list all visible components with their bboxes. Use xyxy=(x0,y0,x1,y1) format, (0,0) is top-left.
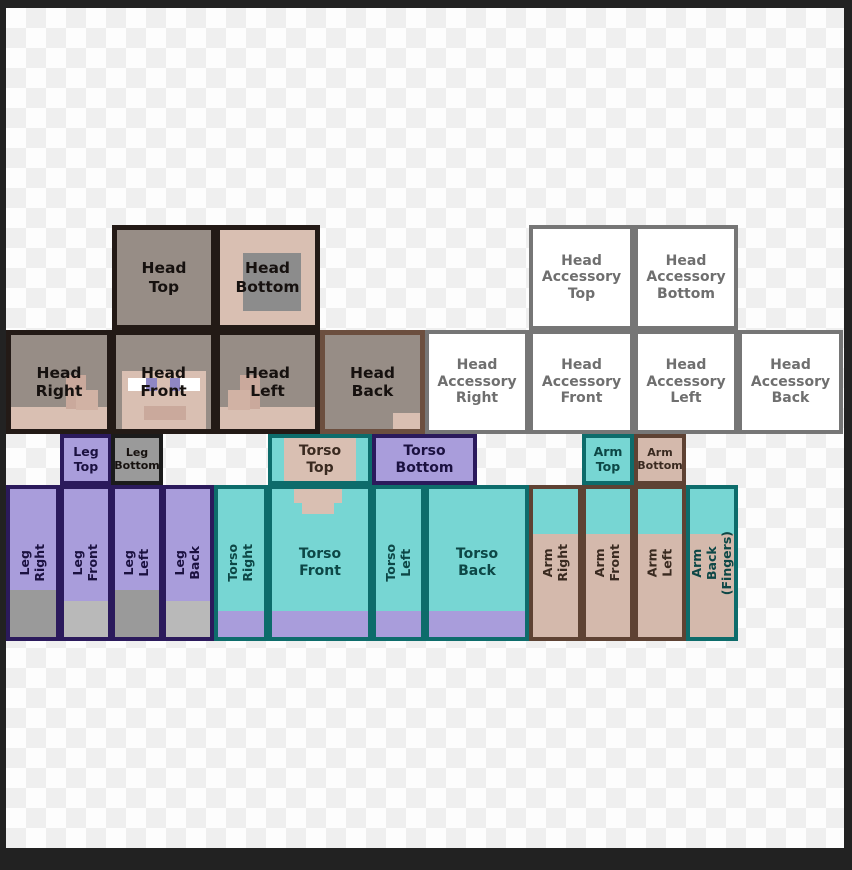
cell-head-back[interactable]: Head Back xyxy=(320,330,425,434)
head-front-hair-fringe xyxy=(122,359,206,371)
torso-front-pants-band xyxy=(272,611,368,637)
cell-head-back-label: Head Back xyxy=(349,363,396,400)
torso-right-pants-band xyxy=(218,611,264,637)
cell-head-accessory-front[interactable]: Head Accessory Front xyxy=(529,330,634,434)
cell-arm-bottom-label: Arm Bottom xyxy=(637,445,683,472)
cell-head-accessory-bottom[interactable]: Head Accessory Bottom xyxy=(634,225,738,330)
cell-leg-left[interactable]: Leg Left xyxy=(111,485,163,641)
cell-head-left[interactable]: Head Left xyxy=(215,330,320,434)
cell-arm-right-label: Arm Right xyxy=(539,544,570,582)
cell-arm-back-fingers-label: Arm Back (Fingers) xyxy=(688,530,734,596)
head-back-neck-skin xyxy=(393,413,420,429)
torso-front-neck-skin xyxy=(294,489,342,503)
head-front-eye-pupil-right xyxy=(170,378,181,391)
cell-head-front[interactable]: Head Front xyxy=(111,330,216,434)
arm-right-sleeve xyxy=(533,489,578,534)
leg-left-shoe xyxy=(115,590,159,637)
cell-head-accessory-front-label: Head Accessory Front xyxy=(541,357,622,407)
cell-head-top[interactable]: Head Top xyxy=(112,225,216,330)
cell-leg-back[interactable]: Leg Back xyxy=(162,485,214,641)
leg-front-shoe xyxy=(64,601,108,637)
leg-back-shoe xyxy=(166,601,210,637)
cell-torso-back[interactable]: Torso Back xyxy=(425,485,529,641)
torso-top-neck-patch xyxy=(284,438,356,481)
cell-head-accessory-back[interactable]: Head Accessory Back xyxy=(738,330,843,434)
cell-torso-bottom-label: Torso Bottom xyxy=(395,442,454,476)
cell-leg-right-label: Leg Right xyxy=(17,544,47,582)
cell-head-accessory-top[interactable]: Head Accessory Top xyxy=(529,225,634,330)
cell-head-accessory-back-label: Head Accessory Back xyxy=(750,357,831,407)
cell-head-accessory-left[interactable]: Head Accessory Left xyxy=(634,330,738,434)
head-right-cheek xyxy=(76,390,98,410)
torso-front-neck-skin-2 xyxy=(302,502,334,514)
cell-torso-right[interactable]: Torso Right xyxy=(214,485,268,641)
cell-torso-left[interactable]: Torso Left xyxy=(372,485,425,641)
cell-head-accessory-top-label: Head Accessory Top xyxy=(541,252,622,302)
cell-torso-front[interactable]: Torso Front xyxy=(268,485,372,641)
cell-arm-left-label: Arm Left xyxy=(644,548,674,578)
cell-head-accessory-left-label: Head Accessory Left xyxy=(646,357,726,407)
cell-leg-front[interactable]: Leg Front xyxy=(60,485,112,641)
cell-torso-top[interactable]: Torso Top xyxy=(268,434,372,485)
leg-right-shoe xyxy=(10,590,56,637)
cell-arm-front-label: Arm Front xyxy=(592,544,622,582)
torso-back-pants-band xyxy=(429,611,525,637)
cell-head-accessory-right[interactable]: Head Accessory Right xyxy=(425,330,529,434)
cell-arm-front[interactable]: Arm Front xyxy=(582,485,634,641)
head-right-neck-skin xyxy=(11,407,107,429)
cell-torso-bottom[interactable]: Torso Bottom xyxy=(372,434,477,485)
torso-left-pants-band xyxy=(376,611,421,637)
head-front-eye-white-left xyxy=(128,378,148,391)
cell-head-right[interactable]: Head Right xyxy=(6,330,112,434)
cell-torso-back-label: Torso Back xyxy=(455,546,499,579)
cell-leg-back-label: Leg Back xyxy=(172,546,202,580)
cell-torso-front-label: Torso Front xyxy=(298,546,342,579)
cell-torso-right-label: Torso Right xyxy=(225,544,255,582)
cell-head-bottom[interactable]: Head Bottom xyxy=(215,225,320,330)
cell-arm-top-label: Arm Top xyxy=(593,443,623,474)
head-left-neck-skin xyxy=(220,407,315,429)
cell-head-top-label: Head Top xyxy=(141,259,187,296)
arm-front-sleeve xyxy=(586,489,630,534)
cell-leg-bottom[interactable]: Leg Bottom xyxy=(111,434,163,485)
cell-arm-back-fingers[interactable]: Arm Back (Fingers) xyxy=(686,485,738,641)
cell-head-accessory-bottom-label: Head Accessory Bottom xyxy=(646,252,726,302)
arm-left-sleeve xyxy=(638,489,682,534)
head-front-eye-white-right xyxy=(180,378,200,391)
head-bottom-face-patch xyxy=(243,253,301,311)
cell-leg-right[interactable]: Leg Right xyxy=(6,485,60,641)
cell-arm-left[interactable]: Arm Left xyxy=(634,485,686,641)
cell-leg-top-label: Leg Top xyxy=(73,443,99,474)
arm-back-sleeve xyxy=(690,489,734,534)
cell-torso-left-label: Torso Left xyxy=(382,544,413,582)
cell-arm-right[interactable]: Arm Right xyxy=(529,485,582,641)
cell-arm-bottom[interactable]: Arm Bottom xyxy=(634,434,686,485)
head-front-eye-pupil-left xyxy=(146,378,157,391)
head-front-mouth xyxy=(144,406,186,420)
cell-leg-front-label: Leg Front xyxy=(70,544,100,582)
cell-arm-top[interactable]: Arm Top xyxy=(582,434,634,485)
cell-leg-bottom-label: Leg Bottom xyxy=(114,445,160,472)
cell-leg-top[interactable]: Leg Top xyxy=(60,434,112,485)
head-left-cheek xyxy=(228,390,250,410)
cell-head-accessory-right-label: Head Accessory Right xyxy=(437,357,517,407)
cell-leg-left-label: Leg Left xyxy=(121,549,151,577)
